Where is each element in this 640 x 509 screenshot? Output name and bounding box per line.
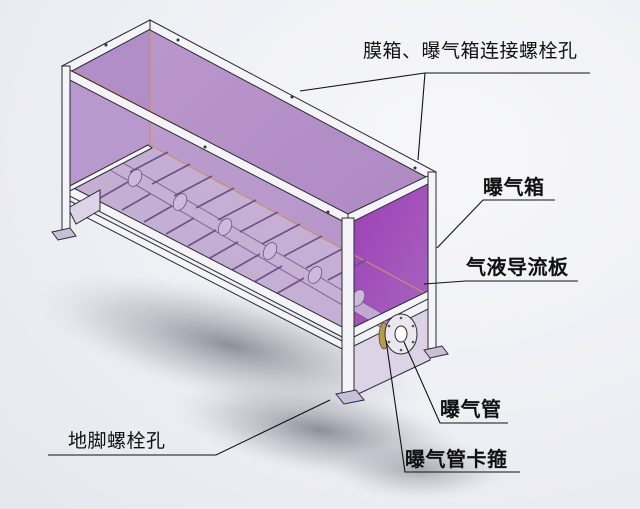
label-gas-liquid-baffle: 气液导流板 [466, 255, 569, 279]
label-aeration-box: 曝气箱 [483, 175, 545, 199]
leader-foot-bolt [48, 399, 331, 456]
label-aeration-pipe-clamp: 曝气管卡箍 [405, 447, 508, 471]
label-bolt-hole-top: 膜箱、曝气箱连接螺栓孔 [363, 40, 578, 62]
label-aeration-pipe: 曝气管 [440, 397, 502, 421]
leader-baffle [423, 280, 578, 285]
leader-lines [48, 72, 590, 473]
leader-aeration-pipe [403, 341, 508, 424]
floor-shadow [35, 272, 510, 500]
leader-pipe-clamp [385, 339, 520, 473]
label-foot-bolt-hole: 地脚螺栓孔 [68, 430, 166, 452]
leader-aeration-box [436, 199, 555, 249]
bolt-holes [104, 38, 417, 214]
steel-frame [51, 19, 449, 405]
leader-bolt-hole-top [299, 72, 590, 92]
